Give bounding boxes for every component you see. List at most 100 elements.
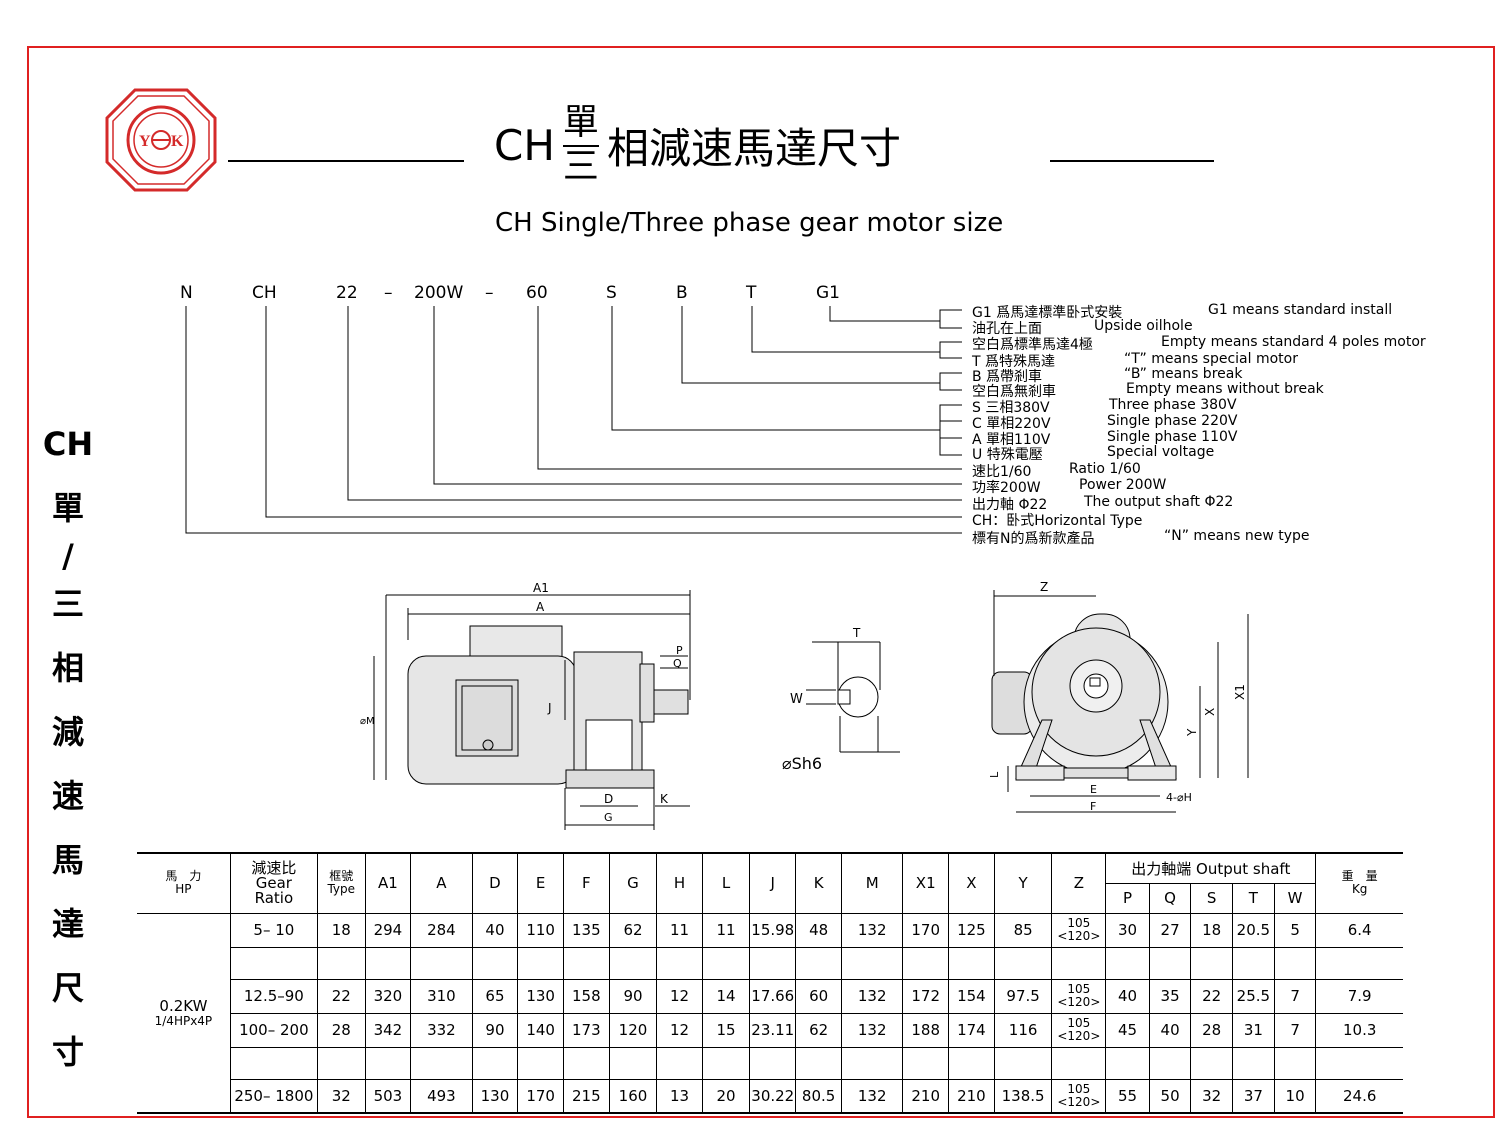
header-w: W — [1273, 882, 1317, 914]
cell: 332 — [410, 1012, 473, 1048]
legend-zh: A 單相110V — [972, 432, 1051, 448]
cell-z: 105<120> — [1051, 1078, 1107, 1114]
legend-zh: B 爲帶剎車 — [972, 369, 1043, 385]
legend-en: Special voltage — [1107, 444, 1215, 460]
cell: 132 — [840, 1012, 904, 1048]
yok-logo: Y K — [105, 88, 217, 192]
legend-en: Ratio 1/60 — [1069, 461, 1141, 477]
header-j: J — [749, 852, 797, 914]
cell: 320 — [364, 978, 412, 1014]
cell: 125 — [948, 912, 995, 948]
title-rule-right — [1050, 160, 1214, 162]
cell: 65 — [471, 978, 519, 1014]
cell-weight: 6.4 — [1315, 912, 1403, 948]
cell-z: 105<120> — [1051, 912, 1107, 948]
legend-zh: 功率200W — [972, 480, 1041, 496]
legend-zh: 空白爲無剎車 — [972, 384, 1056, 400]
side-title-char: 單 — [51, 489, 84, 527]
page-subtitle: CH Single/Three phase gear motor size — [495, 208, 1004, 238]
cell: 23.11 — [749, 1012, 797, 1048]
side-title-char: 相 — [51, 649, 84, 687]
legend-en: “N” means new type — [1164, 528, 1310, 544]
cell: 17.66 — [749, 978, 797, 1014]
cell: 14 — [701, 978, 751, 1014]
header-h: H — [656, 852, 703, 914]
cell: 188 — [902, 1012, 950, 1048]
cell-weight: 24.6 — [1315, 1078, 1403, 1114]
cell: 31 — [1231, 1012, 1275, 1048]
legend-en: Empty means standard 4 poles motor — [1161, 334, 1426, 350]
title-prefix: CH — [494, 120, 555, 170]
cell-ratio: 5– 10 — [229, 912, 318, 948]
header-g: G — [608, 852, 658, 914]
cell: 37 — [1231, 1078, 1275, 1114]
code-b: B — [676, 283, 688, 303]
cell: 342 — [364, 1012, 412, 1048]
cell: 138.5 — [993, 1078, 1053, 1114]
cell: 85 — [993, 912, 1053, 948]
code-g1: G1 — [816, 283, 840, 303]
title-suffix: 相減速馬達尺寸 — [606, 123, 901, 173]
cell: 493 — [410, 1078, 473, 1114]
cell: 210 — [902, 1078, 950, 1114]
cell: 45 — [1105, 1012, 1150, 1048]
cell: 5 — [1273, 912, 1317, 948]
header-k: K — [795, 852, 842, 914]
cell: 20 — [701, 1078, 751, 1114]
header-l: L — [701, 852, 751, 914]
cell-type: 28 — [316, 1012, 366, 1048]
header-x1: X1 — [902, 852, 950, 914]
legend-item: CH：卧式Horizontal Type — [972, 510, 1142, 530]
header-d: D — [471, 852, 519, 914]
cell: 160 — [608, 1078, 658, 1114]
cell: 132 — [840, 912, 904, 948]
header-s: S — [1190, 882, 1233, 914]
cell: 172 — [902, 978, 950, 1014]
header-m: M — [840, 852, 904, 914]
cell: 154 — [948, 978, 995, 1014]
svg-text:Y: Y — [139, 133, 151, 150]
legend-zh: S 三相380V — [972, 400, 1050, 416]
cell: 20.5 — [1231, 912, 1275, 948]
legend-zh: T 爲特殊馬達 — [972, 354, 1056, 370]
title-phase-bottom: 三 — [562, 146, 599, 187]
legend-en: “B” means break — [1124, 366, 1243, 382]
cell-weight: 10.3 — [1315, 1012, 1403, 1048]
title-phase-top: 單 — [562, 103, 599, 147]
cell-type: 32 — [316, 1078, 366, 1114]
cell: 130 — [517, 978, 564, 1014]
cell: 11 — [656, 912, 703, 948]
cell: 32 — [1190, 1078, 1233, 1114]
header-q: Q — [1148, 882, 1192, 914]
cell-z: 105<120> — [1051, 978, 1107, 1014]
header-t: T — [1231, 882, 1275, 914]
legend-zh: G1 爲馬達標準卧式安裝 — [972, 305, 1123, 321]
cell: 135 — [562, 912, 610, 948]
legend-zh: 油孔在上面 — [972, 321, 1042, 337]
side-title: CH 單 / 三 相 減 速 馬 達 尺 寸 — [40, 412, 96, 1084]
cell: 173 — [562, 1012, 610, 1048]
cell: 140 — [517, 1012, 564, 1048]
page-title: CH 單 三 相減速馬達尺寸 — [494, 95, 901, 195]
legend-zh: 標有N的爲新款產品 — [972, 531, 1095, 547]
legend-zh: CH：卧式Horizontal Type — [972, 513, 1143, 529]
svg-text:K: K — [171, 133, 184, 150]
table-row-blank — [137, 946, 1403, 980]
cell: 62 — [608, 912, 658, 948]
cell-z: 105<120> — [1051, 1012, 1107, 1048]
code-200w: 200W — [414, 283, 464, 303]
cell: 215 — [562, 1078, 610, 1114]
